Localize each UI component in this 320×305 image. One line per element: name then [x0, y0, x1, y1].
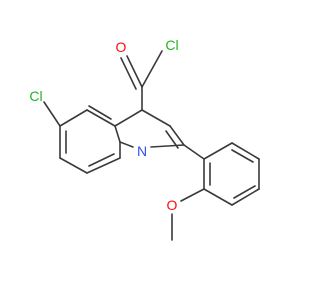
bond-c4-c3 [141, 109, 171, 127]
double-c8-c8a [88, 153, 115, 167]
bond-layer [43, 50, 260, 241]
bond-c-cl-acyl [141, 50, 163, 88]
structure-canvas: O Cl Cl N O [29, 37, 260, 241]
bond-c2-n1 [150, 144, 185, 148]
atom-label-ring-nitrogen: N [137, 143, 147, 159]
bond-aryl-5-6 [231, 142, 260, 160]
atom-label-acyl-chlorine: Cl [165, 37, 178, 53]
double-c-o [120, 57, 137, 90]
atom-label-methoxy-oxygen: O [167, 197, 178, 213]
double-c3-c2 [165, 130, 179, 149]
atom-label-ring-chlorine: Cl [29, 88, 42, 104]
double-aryl-3-4 [233, 185, 256, 199]
bond-aryl-ome [180, 188, 205, 202]
label-layer: O Cl Cl N O [29, 37, 178, 213]
bond-c2-aryl [183, 144, 205, 160]
double-aryl-5-6 [231, 149, 254, 163]
bond-c4a-c5 [86, 109, 116, 127]
bond-c3-c2 [169, 125, 185, 146]
double-c4a-c5 [88, 105, 112, 120]
bond-c8a-c4a [114, 125, 121, 143]
bond-c8-c8a [86, 157, 121, 174]
bond-aryl-3-4 [231, 188, 260, 206]
bond-c-o-carbonyl-a [126, 55, 143, 88]
bond-aryl-2-3 [203, 188, 233, 206]
atom-label-acyl-oxygen: O [116, 39, 127, 55]
molecule-structure: O Cl Cl N O [29, 37, 260, 241]
bond-aryl-6-1 [203, 142, 233, 160]
bond-c7-c8 [59, 157, 88, 174]
bond-n1-c8a [119, 141, 134, 148]
bond-c6-cl [43, 101, 61, 127]
bond-c4a-c4 [114, 109, 143, 127]
bond-c5-c6 [59, 109, 88, 127]
